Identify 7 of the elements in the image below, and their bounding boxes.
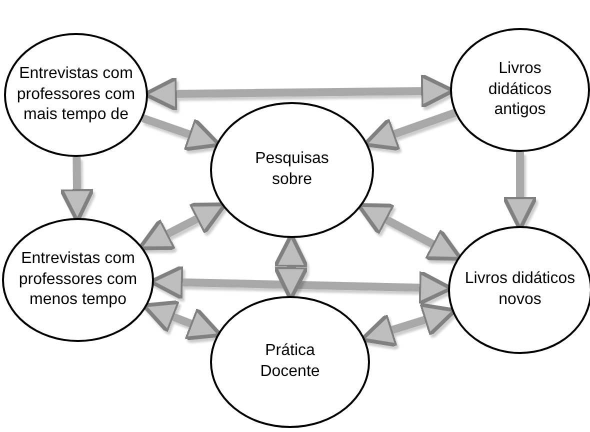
ellipse-node [210,102,374,238]
node-label: Entrevistas com professores com mais tempo de [16,64,136,126]
node-label: Prática Docente [259,341,321,382]
node-label: Entrevistas com professores com menos tempo [18,248,138,310]
node-label: Pesquisas sobre [254,149,330,190]
node-label: Livros didáticos antigos [487,58,553,120]
node-label: Livros didáticos novos [464,269,576,310]
